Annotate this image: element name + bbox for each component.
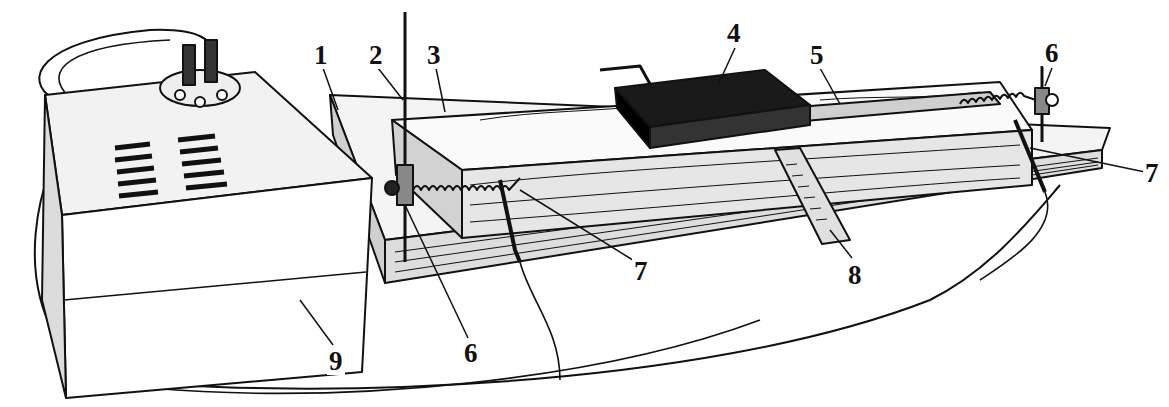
callout-number: 3 xyxy=(425,42,443,69)
callout-number: 4 xyxy=(725,20,743,47)
callout-number: 6 xyxy=(1043,40,1061,67)
callout-number: 8 xyxy=(846,262,864,289)
callout-number: 7 xyxy=(632,258,650,285)
callout-number: 6 xyxy=(462,340,480,367)
callout-number: 1 xyxy=(312,42,330,69)
callout-number: 5 xyxy=(808,42,826,69)
callout-number: 2 xyxy=(367,42,385,69)
callout-number: 7 xyxy=(1143,160,1161,187)
callout-number: 9 xyxy=(327,348,345,375)
